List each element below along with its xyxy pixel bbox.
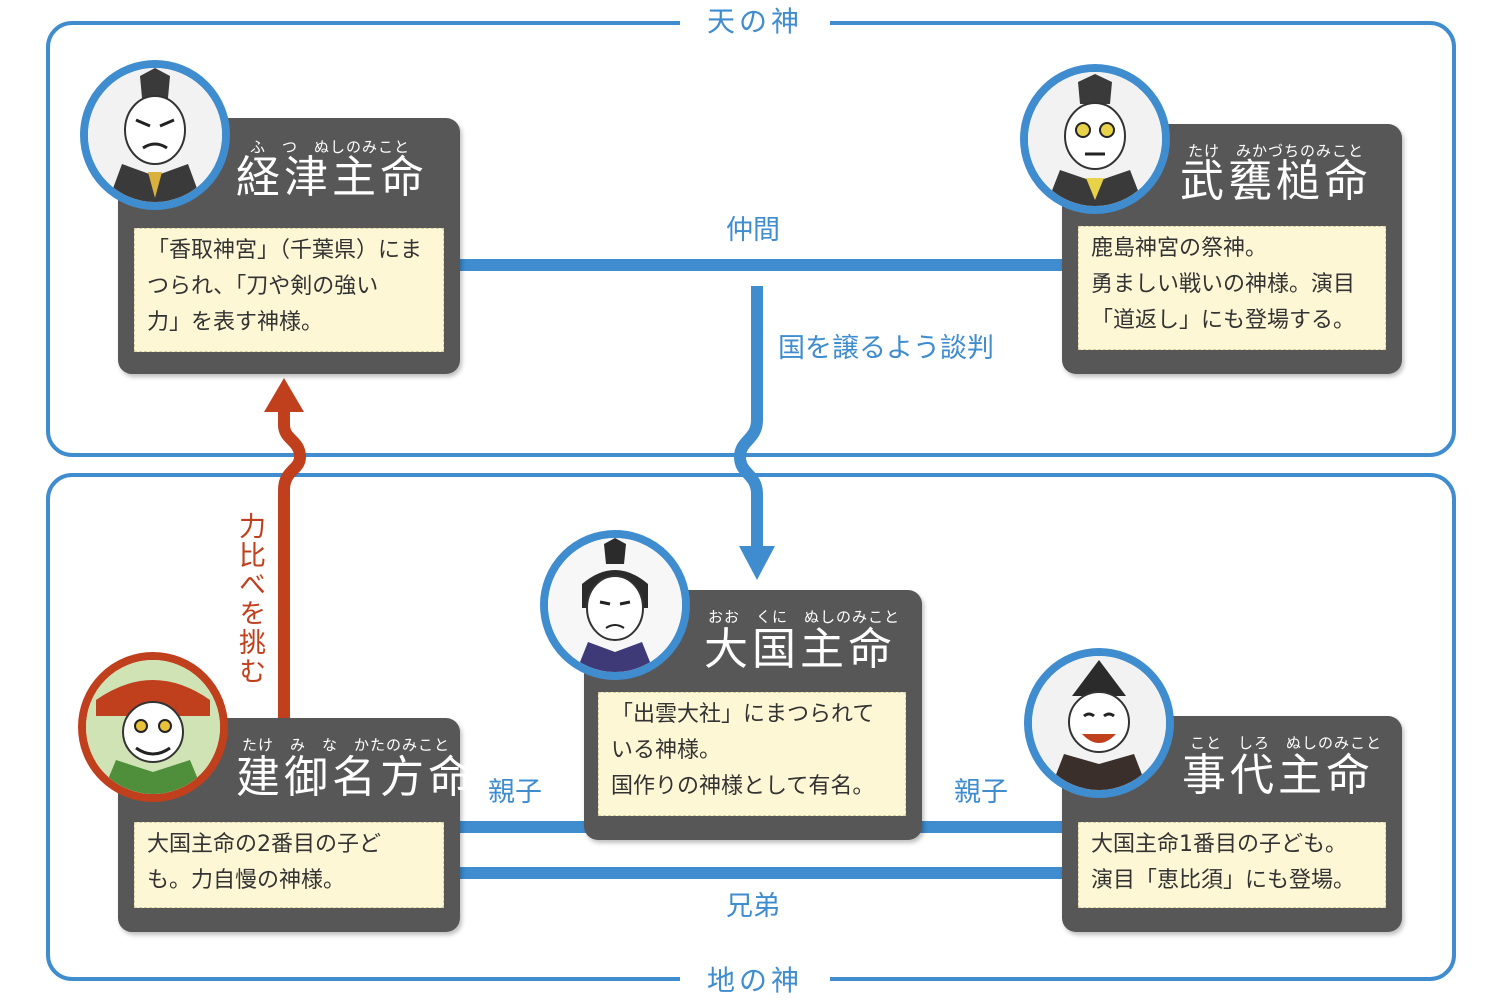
takemikazuchi-name: 武甕槌命 [1180,156,1372,207]
kotoshironushi-name: 事代主命 [1182,750,1374,801]
desc-line: つられ、「刀や剣の強い [147,274,379,299]
futsunushi-ruby: ふ つ ぬしのみこと [250,138,411,156]
kotoshironushi-illustration [1032,656,1166,790]
kotoshironushi-description: 大国主命1番目の子ども。 演目「恵比須」にも登場。 [1078,822,1386,908]
kotoshironushi-card: こと しろ ぬしのみこと 事代主命 大国主命1番目の子ども。 演目「恵比須」にも… [1062,716,1402,932]
desc-line: 「出雲大社」にまつられて [611,702,875,727]
oyako-left-label: 親子 [488,777,542,808]
okuninushi-portrait [540,530,690,680]
okuninushi-card: おお くに ぬしのみこと 大国主命 「出雲大社」にまつられて いる神様。 国作り… [584,590,922,840]
takeminakata-description: 大国主命の2番目の子ど も。力自慢の神様。 [134,822,444,908]
desc-line: いる神様。 [611,738,722,763]
futsunushi-name: 経津主命 [236,152,428,203]
futsunushi-illustration [88,68,222,202]
takeminakata-name: 建御名方命 [236,752,476,803]
takemikazuchi-illustration [1028,72,1162,206]
okuninushi-description: 「出雲大社」にまつられて いる神様。 国作りの神様として有名。 [598,692,906,816]
negotiation-label: 国を譲るよう談判 [778,333,994,364]
okuninushi-name: 大国主命 [704,624,896,675]
negotiation-arrow [733,286,763,548]
desc-line: も。力自慢の神様。 [147,868,346,893]
heaven-region-title: 天の神 [680,2,830,42]
okuninushi-illustration [548,538,682,672]
takeminakata-portrait [78,652,228,802]
takemikazuchi-ruby: たけ みかづちのみこと [1188,142,1365,160]
takemikazuchi-portrait [1020,64,1170,214]
kyodai-label: 兄弟 [726,891,780,922]
oyako-right-label: 親子 [954,777,1008,808]
desc-line: 鹿島神宮の祭神。 [1091,236,1268,261]
desc-line: 大国主命の2番目の子ど [147,832,381,857]
desc-line: 力」を表す神様。 [147,310,324,335]
negotiation-arrowhead [739,546,775,580]
desc-line: 「香取神宮」（千葉県）にま [147,238,423,263]
challenge-arrowhead [264,378,304,412]
kotoshironushi-ruby: こと しろ ぬしのみこと [1190,734,1383,752]
okuninushi-ruby: おお くに ぬしのみこと [708,608,901,626]
desc-line: 「道返し」にも登場する。 [1091,308,1356,333]
nakama-label: 仲間 [726,215,780,246]
takemikazuchi-description: 鹿島神宮の祭神。 勇ましい戦いの神様。演目 「道返し」にも登場する。 [1078,226,1386,350]
challenge-arrow [278,410,307,720]
earth-region-title: 地の神 [680,961,830,1000]
challenge-label: 力比べを挑む [234,512,265,686]
desc-line: 演目「恵比須」にも登場。 [1091,868,1356,893]
desc-line: 勇ましい戦いの神様。演目 [1091,272,1356,297]
desc-line: 大国主命1番目の子ども。 [1091,832,1347,857]
kotoshironushi-portrait [1024,648,1174,798]
futsunushi-portrait [80,60,230,210]
desc-line: 国作りの神様として有名。 [611,774,875,799]
takeminakata-illustration [86,660,220,794]
futsunushi-description: 「香取神宮」（千葉県）にま つられ、「刀や剣の強い 力」を表す神様。 [134,228,444,352]
takeminakata-ruby: たけ み な かたのみこと [242,736,451,754]
